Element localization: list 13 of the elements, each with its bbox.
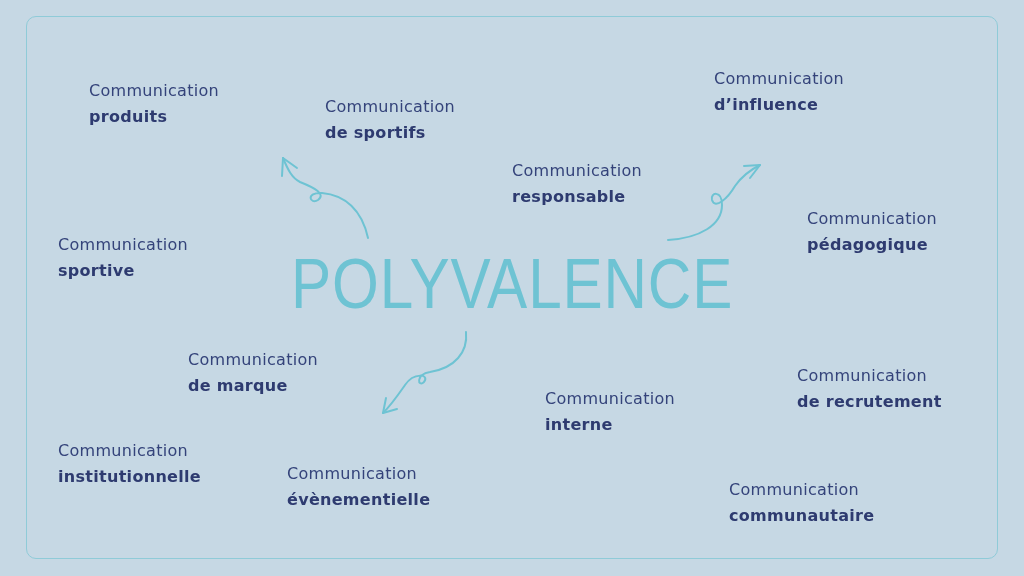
label-text: Communication interne <box>545 388 675 436</box>
label-text: Communication de recrutement <box>797 365 942 413</box>
label-text: Communication d’influence <box>714 68 844 116</box>
label-text: Communication institutionnelle <box>58 440 201 488</box>
label-text: Communication de sportifs <box>325 96 455 144</box>
title: POLYVALENCE <box>290 244 734 324</box>
label-text: Communication communautaire <box>729 479 875 527</box>
label-text: Communication pédagogique <box>807 208 937 256</box>
label-text: Communication de marque <box>188 349 318 397</box>
label-text: Communication produits <box>89 80 219 128</box>
label-text: Communication sportive <box>58 234 188 282</box>
label-text: Communication évènementielle <box>287 463 431 511</box>
label-text: Communication responsable <box>512 160 642 208</box>
